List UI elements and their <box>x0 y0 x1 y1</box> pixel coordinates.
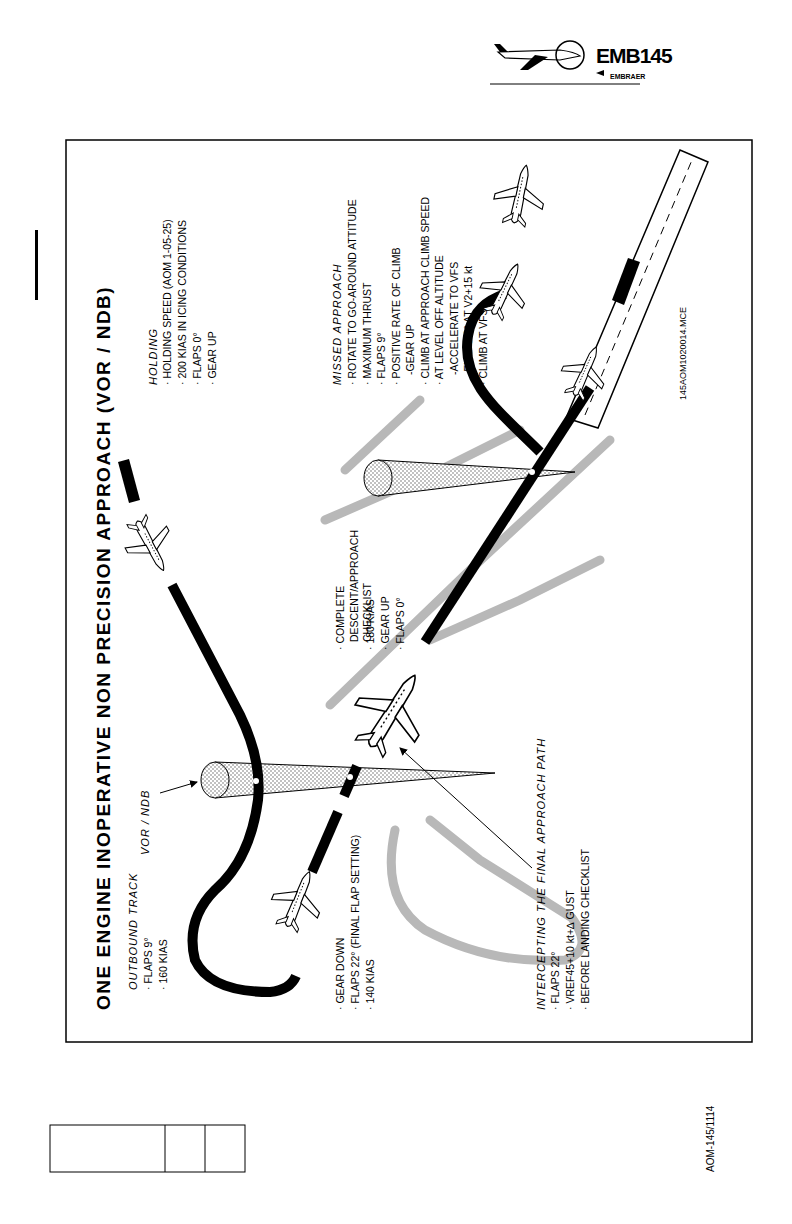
note-text: · FLAPS 0° <box>191 332 205 385</box>
figure-code: 145AOM1020014.MCE <box>678 307 690 400</box>
vor-cone-top <box>364 460 392 496</box>
logo-text: EMBRAER <box>610 72 645 81</box>
note-text: · VREF45+10 kt+∆ GUST <box>564 890 578 1010</box>
revision-table <box>50 1125 245 1172</box>
section-heading: OUTBOUND TRACK <box>126 873 140 990</box>
note-text: · FLAPS 22° (FINAL FLAP SETTING) <box>349 835 363 1010</box>
note-text: · BEFORE LANDING CHECKLIST <box>579 849 593 1010</box>
header-rule <box>490 84 640 85</box>
note-text: · GEAR UP <box>379 596 393 650</box>
note-text: · 160 KIAS <box>157 939 171 990</box>
airplane <box>554 338 617 406</box>
note-text: · GEAR DOWN <box>334 938 348 1010</box>
note-text: · GEAR UP <box>206 331 220 385</box>
change-bar <box>35 230 38 300</box>
note-text: · 140 KIAS <box>364 959 378 1010</box>
note-text: · FLAPS 9° <box>375 332 389 385</box>
note-text: -FLAPS 0° AT V2+15 kt <box>462 266 476 375</box>
airplane <box>339 657 444 767</box>
section-heading: MISSED APPROACH <box>330 263 344 385</box>
ground-track <box>325 400 610 961</box>
logo-text: EMB145 <box>596 42 672 69</box>
leader-line <box>400 748 532 868</box>
section-heading: HOLDING <box>146 328 160 385</box>
diagram-title: ONE ENGINE INOPERATIVE NON PRECISION APP… <box>92 286 117 1010</box>
station-crossing <box>347 774 353 780</box>
station-label: VOR / NDB <box>138 790 152 855</box>
vor-cone-top <box>201 762 229 798</box>
note-text: · 200 KIAS IN ICING CONDITIONS <box>176 220 190 385</box>
note-text: · 180 KIAS <box>364 599 378 650</box>
runway-marking <box>612 258 640 305</box>
note-text: · CLIMB AT APPROACH CLIMB SPEED <box>419 197 433 385</box>
note-text: · HOLDING SPEED (AOM 1-05-25) <box>161 219 175 385</box>
logo <box>494 41 604 76</box>
station-crossing <box>253 778 259 784</box>
station-crossing <box>529 469 535 475</box>
flight-path-end <box>118 459 140 503</box>
note-text: · MAXIMUM THRUST <box>361 283 375 385</box>
section-heading: INTERCEPTING THE FINAL APPROACH PATH <box>534 738 548 1010</box>
frame <box>66 140 752 1042</box>
runway-centerline <box>585 160 692 415</box>
flight-path <box>172 294 590 992</box>
airplane <box>116 509 184 582</box>
airplane <box>490 160 551 230</box>
airplane <box>264 863 333 938</box>
note-text: · ROTATE TO GO-AROUND ATTITUDE <box>346 199 360 385</box>
note-text: · AT LEVEL OFF ALTITUDE <box>433 255 447 385</box>
page-number: AOM-145/1114 <box>704 1106 717 1172</box>
note-text: · POSITIVE RATE OF CLIMB <box>390 248 404 386</box>
note-text: · FLAPS 0° <box>394 597 408 650</box>
note-text: · CLIMB AT VFS <box>477 308 491 385</box>
note-text: · FLAPS 9° <box>142 937 156 990</box>
note-text: -GEAR UP <box>404 324 418 375</box>
note-text: · FLAPS 22° <box>549 952 563 1010</box>
leader-line <box>160 782 197 793</box>
note-text: -ACCELERATE TO VFS <box>448 262 462 375</box>
